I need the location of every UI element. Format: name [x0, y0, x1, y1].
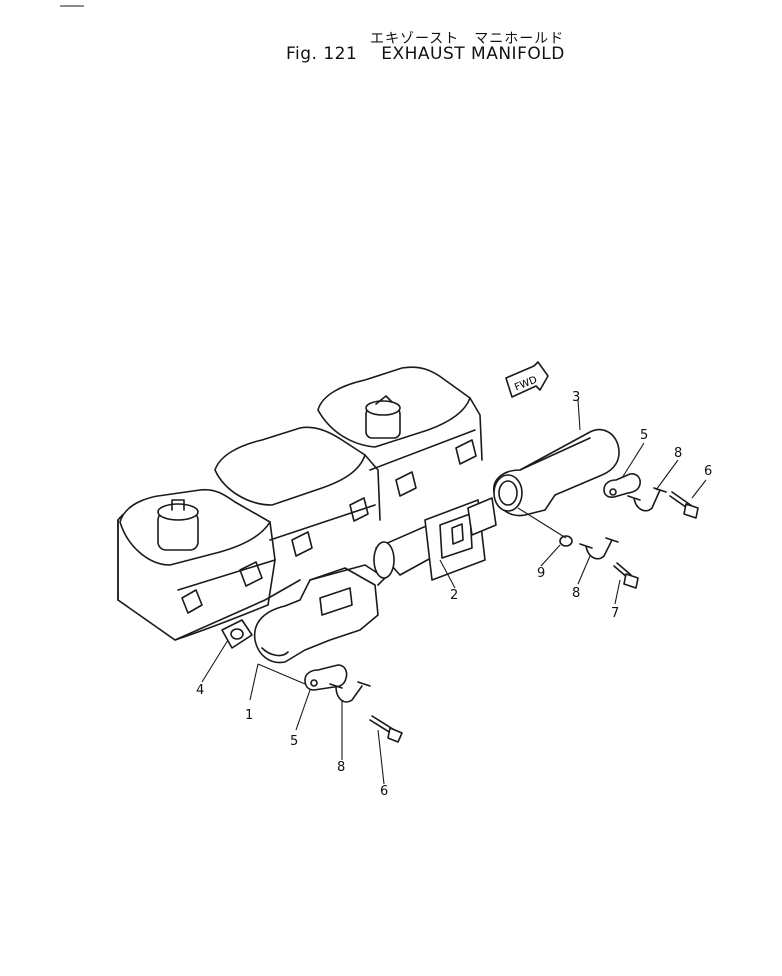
callout-2: 2 — [450, 588, 459, 603]
part-6-bolt-upper — [669, 491, 699, 519]
title-japanese: エキゾースト マニホールド — [370, 31, 565, 47]
part-2-connector-pipe — [373, 497, 497, 581]
leader-lines — [201, 399, 707, 785]
part-1-front-manifold — [253, 564, 386, 664]
callout-7: 7 — [611, 606, 620, 621]
figure-number: Fig. 121 — [286, 44, 358, 64]
callout-1: 1 — [245, 708, 254, 723]
callout-4: 4 — [196, 683, 205, 698]
part-8-lock-plate-lower — [329, 681, 371, 703]
callout-8-upper: 8 — [674, 446, 683, 461]
figure-caption: EXHAUST MANIFOLD — [381, 44, 565, 64]
forward-arrow: FWD — [505, 361, 549, 398]
part-5-clamp-lower — [304, 664, 348, 691]
callout-8-mid: 8 — [572, 586, 581, 601]
part-6-bolt-lower — [369, 715, 403, 743]
callout-6-lower: 6 — [380, 784, 389, 799]
callout-5-upper: 5 — [640, 428, 649, 443]
part-9-ring — [559, 535, 573, 547]
figure-title: Fig. 121 EXHAUST MANIFOLD — [286, 44, 565, 64]
part-5-clamp-upper — [603, 473, 641, 498]
callout-3: 3 — [572, 390, 581, 405]
callout-8-lower: 8 — [337, 760, 346, 775]
callout-6-upper: 6 — [704, 464, 713, 479]
callout-9: 9 — [537, 566, 546, 581]
engine-cylinder-head — [117, 366, 483, 641]
part-8-lock-plate-mid — [579, 537, 619, 560]
part-7-bolt — [613, 562, 639, 589]
part-3-rear-manifold — [493, 428, 620, 517]
part-4-gasket — [221, 619, 253, 649]
callout-5-lower: 5 — [290, 734, 299, 749]
part-8-lock-plate-upper — [627, 487, 667, 512]
